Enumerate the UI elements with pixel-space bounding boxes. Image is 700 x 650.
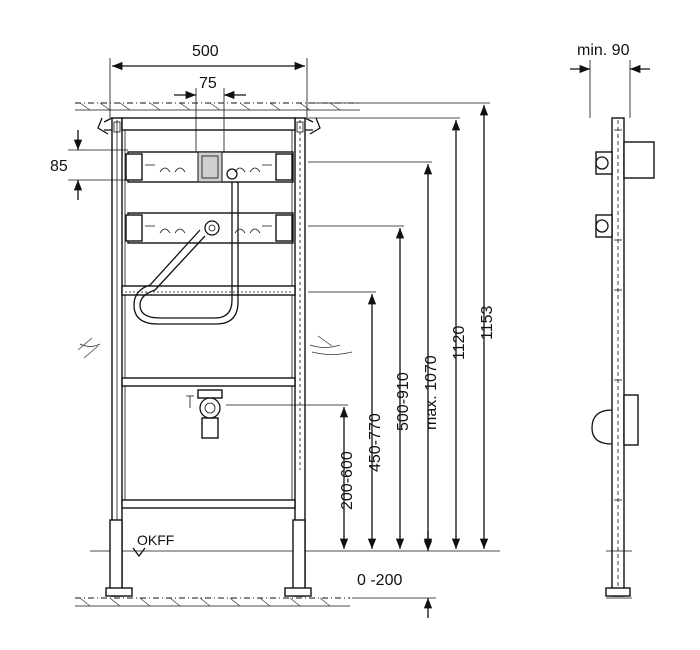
wall-hatch-left xyxy=(77,337,101,359)
height-200-600-label: 200-600 xyxy=(339,451,356,510)
dimension-inlet-spacing: 75 xyxy=(174,75,246,152)
lower-mounting-plate xyxy=(125,212,294,244)
bracket-spacing-label: 85 xyxy=(50,158,68,175)
front-view: OKFF xyxy=(50,43,500,618)
side-view: min. 90 xyxy=(570,42,655,599)
vertical-dimensions: 1153 1120 max. 1070 500-910 450-770 200-… xyxy=(226,102,496,549)
flexible-hose xyxy=(133,182,239,325)
floor-level-symbol xyxy=(132,547,146,558)
floor-level-label: OKFF xyxy=(137,532,174,548)
dimension-width-top: 500 xyxy=(109,43,308,118)
dimension-floor: 0 -200 xyxy=(352,531,436,618)
height-500-910-label: 500-910 xyxy=(395,372,412,431)
ceiling-line xyxy=(75,102,360,111)
height-max-label: max. 1070 xyxy=(423,355,440,430)
installation-frame xyxy=(97,117,321,597)
dimension-bracket-spacing: 85 xyxy=(50,130,128,200)
height-1120-label: 1120 xyxy=(451,325,468,360)
wall-hatch-right xyxy=(309,335,353,355)
floor-range-label: 0 -200 xyxy=(357,572,402,589)
floor-line xyxy=(75,597,350,607)
upper-mounting-plate xyxy=(125,151,294,183)
inlet-spacing-label: 75 xyxy=(199,75,217,92)
width-top-label: 500 xyxy=(192,43,219,60)
height-1153-label: 1153 xyxy=(479,305,496,340)
height-450-770-label: 450-770 xyxy=(367,413,384,472)
drain-outlet xyxy=(186,389,223,439)
side-profile xyxy=(591,117,655,599)
side-depth-label: min. 90 xyxy=(577,42,630,59)
